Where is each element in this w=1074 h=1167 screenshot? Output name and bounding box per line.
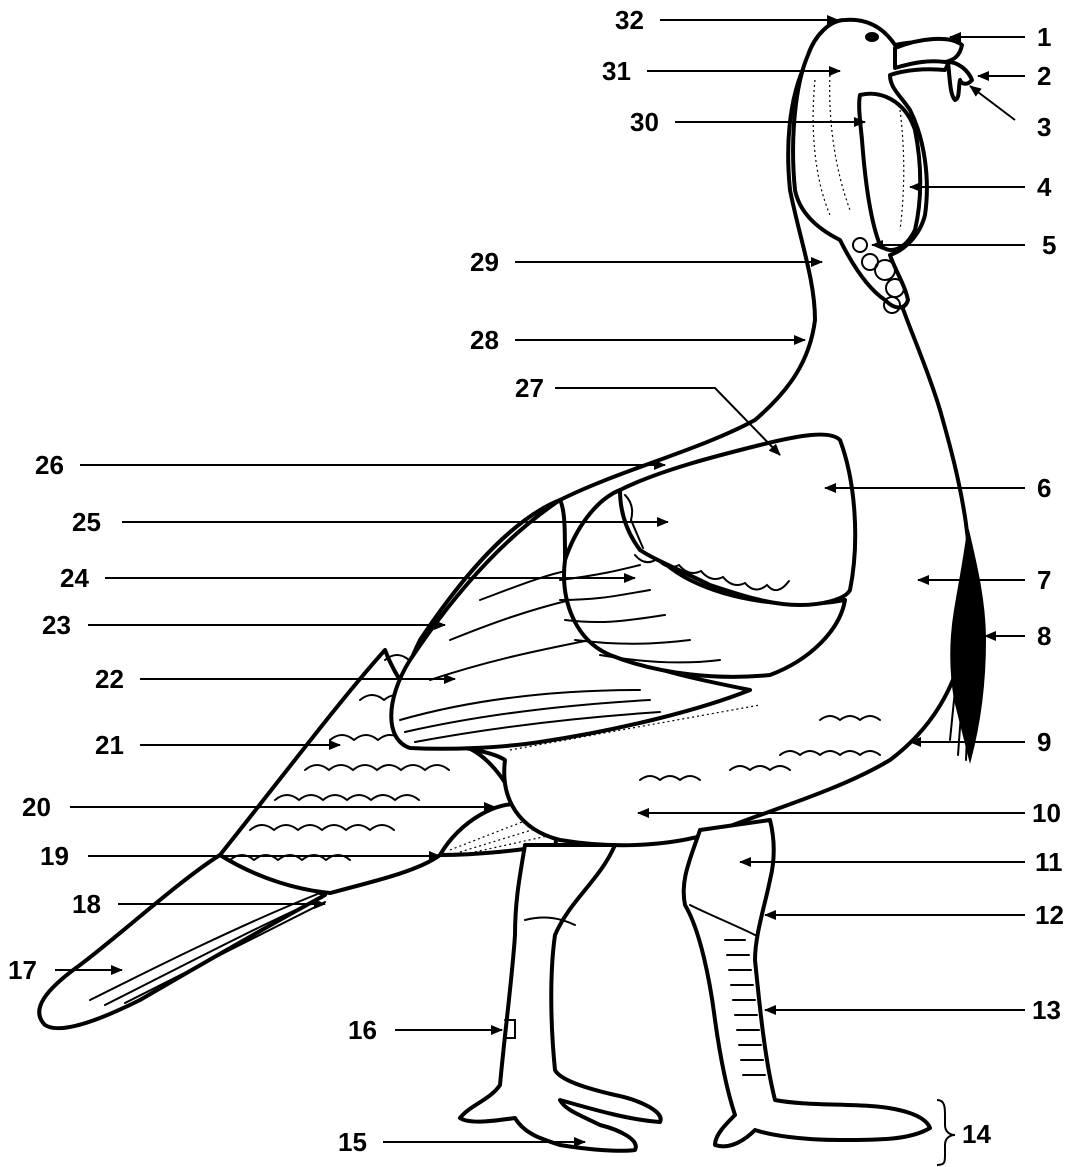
eye-icon [865, 32, 879, 42]
label-17: 17 [8, 955, 37, 985]
label-10: 10 [1032, 798, 1061, 828]
label-15: 15 [338, 1127, 367, 1157]
label-1: 1 [1037, 22, 1051, 52]
label-26: 26 [35, 450, 64, 480]
label-30: 30 [630, 107, 659, 137]
label-7: 7 [1037, 565, 1051, 595]
label-13: 13 [1032, 995, 1061, 1025]
label-2: 2 [1037, 61, 1051, 91]
label-25: 25 [72, 507, 101, 537]
label-4: 4 [1037, 172, 1052, 202]
label-3: 3 [1037, 112, 1051, 142]
label-14: 14 [962, 1119, 991, 1149]
leader-3 [970, 86, 1015, 120]
label-27: 27 [515, 373, 544, 403]
label-31: 31 [602, 56, 631, 86]
label-23: 23 [42, 610, 71, 640]
label-16: 16 [348, 1015, 377, 1045]
brace-14 [937, 1100, 955, 1165]
label-6: 6 [1037, 473, 1051, 503]
label-21: 21 [95, 730, 124, 760]
label-9: 9 [1037, 727, 1051, 757]
label-28: 28 [470, 325, 499, 355]
label-24: 24 [60, 563, 89, 593]
label-12: 12 [1035, 900, 1064, 930]
label-20: 20 [22, 792, 51, 822]
snood [948, 62, 972, 100]
label-19: 19 [40, 841, 69, 871]
label-8: 8 [1037, 621, 1051, 651]
label-29: 29 [470, 247, 499, 277]
label-32: 32 [615, 5, 644, 35]
label-22: 22 [95, 664, 124, 694]
back-leg [460, 845, 661, 1151]
label-18: 18 [72, 889, 101, 919]
turkey-illustration [39, 20, 985, 1151]
label-11: 11 [1035, 847, 1063, 877]
front-leg [684, 820, 930, 1146]
label-5: 5 [1042, 230, 1056, 260]
